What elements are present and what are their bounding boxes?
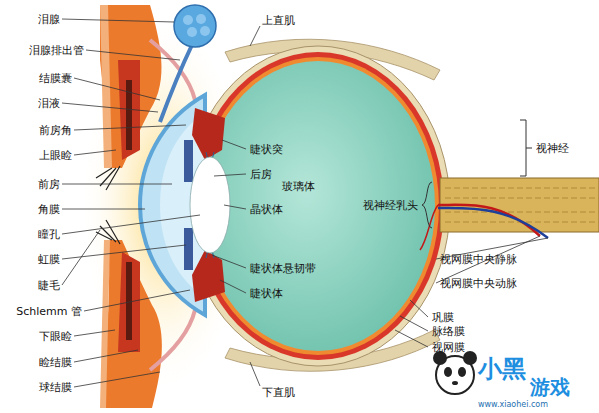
part-label: 泪腺: [38, 13, 60, 26]
part-label: 球结膜: [39, 381, 72, 394]
part-label: 睫状体: [250, 287, 283, 300]
part-label: 上眼睑: [39, 149, 72, 162]
part-label: 玻璃体: [282, 180, 315, 193]
part-label: Schlemm 管: [16, 305, 82, 318]
part-label: 睑结膜: [39, 356, 72, 369]
part-label: 视神经乳头: [363, 199, 418, 212]
part-label: 上直肌: [262, 14, 295, 27]
part-label: 睫状突: [250, 143, 283, 156]
part-label: 晶状体: [250, 203, 283, 216]
part-label: 角膜: [38, 203, 60, 216]
part-label: 视网膜: [432, 341, 465, 354]
part-label: 视网膜中央动脉: [440, 277, 517, 290]
part-label: 泪腺排出管: [29, 44, 84, 57]
part-label: 泪液: [38, 97, 60, 110]
part-label: 脉络膜: [432, 325, 465, 338]
part-label: 虹膜: [38, 253, 60, 266]
part-label: 视网膜中央静脉: [440, 253, 517, 266]
watermark: 游戏: [530, 376, 570, 398]
part-label: 下直肌: [262, 386, 295, 399]
watermark: www.xiaohei.com: [478, 400, 548, 410]
watermark: 小黑: [478, 356, 526, 382]
part-label: 睫状体悬韧带: [250, 262, 316, 275]
part-label: 后房: [250, 168, 272, 181]
part-label: 巩膜: [432, 311, 454, 324]
part-label: 前房角: [39, 124, 72, 137]
part-label: 结膜囊: [39, 72, 72, 85]
part-label: 前房: [38, 178, 60, 191]
part-label: 下眼睑: [39, 330, 72, 343]
part-label: 视神经: [536, 142, 569, 155]
part-label: 睫毛: [38, 279, 60, 292]
part-label: 瞳孔: [38, 228, 60, 241]
